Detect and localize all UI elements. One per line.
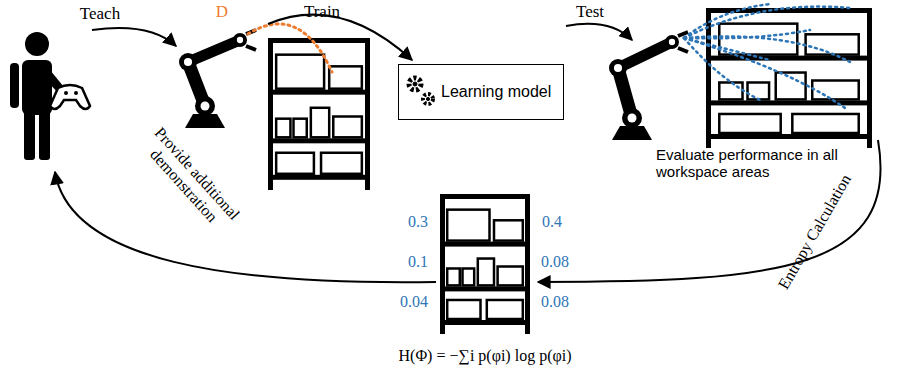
probability-value: 0.04 [400, 293, 428, 311]
shelf [268, 38, 370, 190]
probability-value: 0.4 [542, 213, 562, 231]
test-trajectories [684, 4, 850, 108]
probability-value: 0.3 [408, 213, 428, 231]
step-label: Entropy Calculation [775, 171, 856, 292]
step-label: D [216, 2, 228, 22]
step-label: Test [576, 2, 604, 22]
robot-arm [179, 30, 688, 140]
shelf [440, 194, 530, 334]
step-label: H(Φ) = −∑i p(φi) log p(φi) [399, 347, 572, 365]
gear-icon [409, 78, 433, 104]
step-label: Train [304, 2, 340, 22]
probability-value: 0.08 [541, 253, 569, 271]
process-box: Learning model [398, 64, 564, 120]
step-label: Teach [80, 4, 120, 24]
shelf [268, 8, 872, 334]
robot-arm [179, 30, 256, 128]
probability-value: 0.08 [541, 293, 569, 311]
step-label: Provide additional demonstration [126, 112, 254, 248]
robot-arm [609, 32, 688, 140]
probability-value: 0.1 [408, 253, 428, 271]
shelf [706, 8, 872, 148]
node-text: Learning model [441, 83, 551, 101]
gamepad-icon [50, 85, 90, 109]
step-label: Evaluate performance in all workspace ar… [656, 146, 856, 181]
demo-trajectory [248, 24, 332, 72]
cycle-arrow [55, 15, 881, 283]
